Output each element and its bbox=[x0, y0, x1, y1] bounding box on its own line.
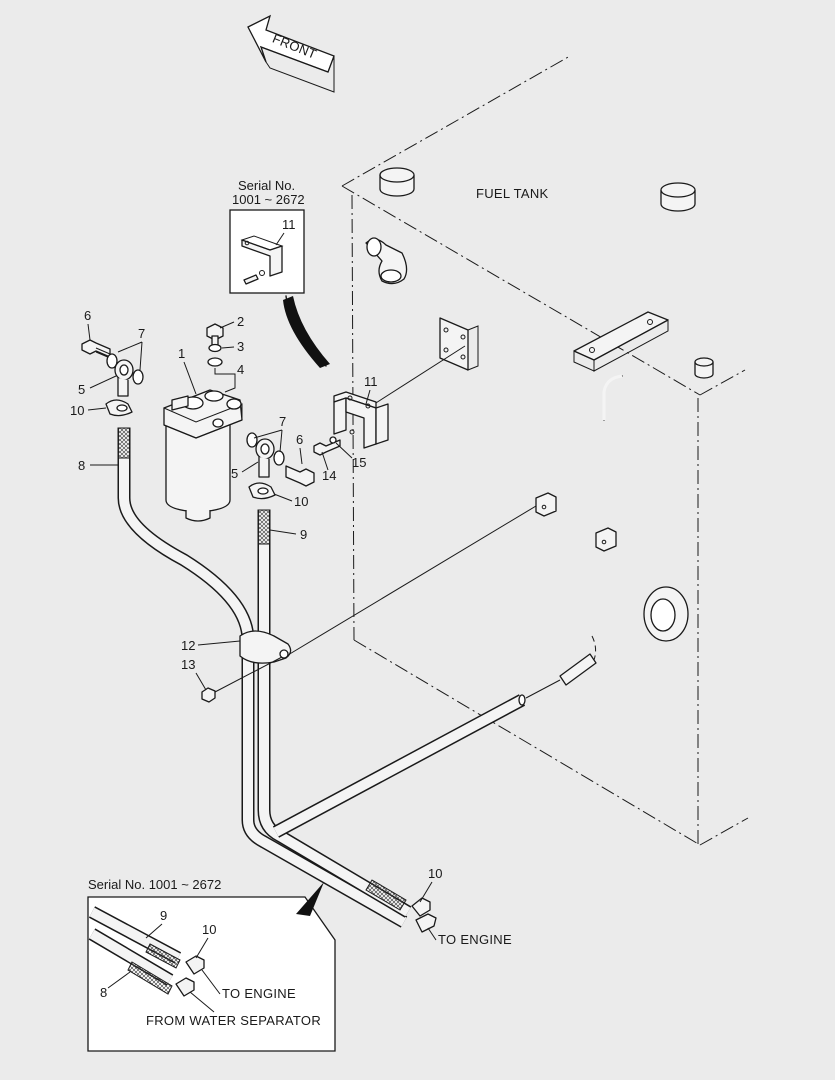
tank-mount-pad bbox=[439, 317, 479, 371]
detail-bottom-from-water-separator: FROM WATER SEPARATOR bbox=[146, 1013, 321, 1028]
bolt-6-left bbox=[81, 339, 111, 359]
fuel-filter-assembly bbox=[163, 389, 243, 522]
callout-1: 1 bbox=[178, 346, 185, 361]
bracket-11 bbox=[333, 391, 389, 449]
callout-13: 13 bbox=[181, 657, 195, 672]
tank-cap-small bbox=[694, 357, 714, 379]
detail-bottom-callout-8: 8 bbox=[100, 985, 107, 1000]
washer-7-right-b bbox=[273, 450, 285, 466]
callout-7-left: 7 bbox=[138, 326, 145, 341]
detail-bottom-callout-10: 10 bbox=[202, 922, 216, 937]
washer-7-right-a bbox=[246, 432, 258, 448]
tank-elbow-fitting bbox=[365, 237, 408, 285]
washer-7-left-a bbox=[106, 353, 118, 369]
callout-10-left: 10 bbox=[70, 403, 84, 418]
bolt-6-right bbox=[285, 465, 315, 487]
callout-11: 11 bbox=[364, 374, 378, 389]
eye-fitting-5-left bbox=[114, 359, 134, 397]
hose-clamp-10-engine bbox=[411, 897, 437, 933]
detail-bottom-inset: Serial No. 1001 ~ 2672 9 10 8 TO ENGINE … bbox=[87, 877, 336, 1052]
callout-3: 3 bbox=[237, 339, 244, 354]
detail-bottom-callout-9: 9 bbox=[160, 908, 167, 923]
washer-15 bbox=[329, 436, 337, 444]
tank-strap-bar bbox=[573, 311, 669, 372]
fuel-tank: FUEL TANK bbox=[287, 55, 749, 846]
callouts: 1 2 3 4 6 7 5 10 7 6 5 10 11 14 15 8 9 1… bbox=[70, 308, 512, 947]
eye-fitting-5-right bbox=[255, 438, 275, 478]
detail-top-inset: Serial No. 1001 ~ 2672 11 bbox=[229, 178, 330, 368]
callout-6-left: 6 bbox=[84, 308, 91, 323]
callout-8: 8 bbox=[78, 458, 85, 473]
bolt-13 bbox=[201, 656, 283, 703]
callout-4: 4 bbox=[237, 362, 244, 377]
front-arrow: FRONT bbox=[247, 14, 335, 93]
tank-clip-lower bbox=[595, 527, 617, 552]
hose-clamp-10-left bbox=[105, 399, 133, 417]
fuel-tank-label: FUEL TANK bbox=[476, 186, 549, 201]
detail-bottom-to-engine: TO ENGINE bbox=[222, 986, 296, 1001]
callout-15: 15 bbox=[352, 455, 366, 470]
bolt-14 bbox=[313, 439, 341, 456]
callout-5-left: 5 bbox=[78, 382, 85, 397]
washer-7-left-b bbox=[132, 369, 144, 385]
detail-bottom-serial: Serial No. 1001 ~ 2672 bbox=[88, 877, 221, 892]
tank-port-ring bbox=[643, 586, 689, 642]
callout-7-right: 7 bbox=[279, 414, 286, 429]
callout-10-right: 10 bbox=[294, 494, 308, 509]
tank-outlet-stub bbox=[559, 635, 597, 686]
hose-clamp-10-right bbox=[248, 482, 276, 500]
callout-12: 12 bbox=[181, 638, 195, 653]
to-engine-label: TO ENGINE bbox=[438, 932, 512, 947]
callout-9: 9 bbox=[300, 527, 307, 542]
tank-mount-right bbox=[660, 182, 696, 212]
callout-2: 2 bbox=[237, 314, 244, 329]
tank-mount-left bbox=[379, 167, 415, 197]
callout-5-right: 5 bbox=[231, 466, 238, 481]
callout-6-right: 6 bbox=[296, 432, 303, 447]
detail-top-serial-line1: Serial No. bbox=[238, 178, 295, 193]
washer-3 bbox=[208, 343, 222, 353]
callout-14: 14 bbox=[322, 468, 336, 483]
hose-clamp-12 bbox=[239, 630, 292, 664]
washer-4 bbox=[207, 357, 223, 367]
callout-10-engine: 10 bbox=[428, 866, 442, 881]
detail-top-callout-11: 11 bbox=[282, 217, 296, 232]
detail-top-serial-line2: 1001 ~ 2672 bbox=[232, 192, 305, 207]
tank-clip-upper bbox=[535, 492, 557, 517]
